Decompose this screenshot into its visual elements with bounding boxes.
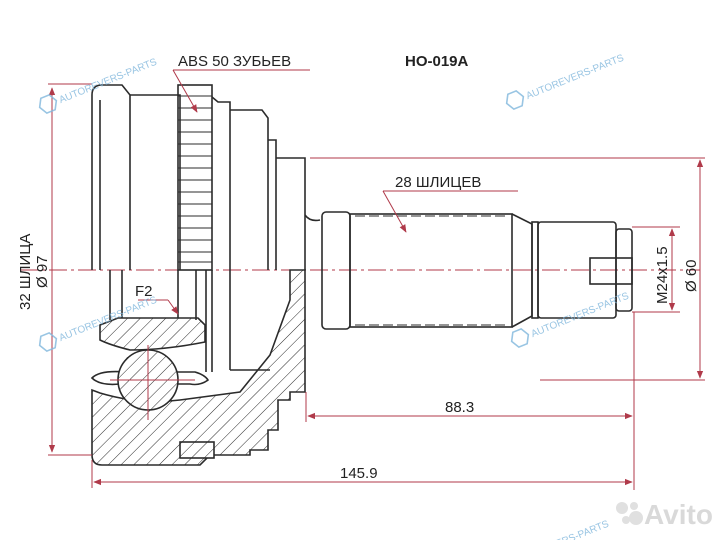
avito-dot-icon	[616, 502, 628, 514]
part-number: HO-019A	[405, 53, 469, 70]
abs-teeth-label: ABS 50 ЗУБЬЕВ	[178, 53, 291, 70]
inner-splines-label: 32 ШЛИЦА	[17, 234, 34, 310]
shaft-diameter-label: Ø 60	[683, 259, 700, 292]
watermark-logo-icon	[38, 331, 58, 353]
outer-housing	[91, 84, 321, 271]
watermark: AUTOREVERS-PARTS	[510, 519, 611, 540]
watermark: AUTOREVERS-PARTS	[505, 53, 626, 111]
joint-section	[90, 269, 306, 466]
avito-dot-icon	[630, 502, 638, 510]
watermark-logo-icon	[505, 89, 525, 111]
feature-f2-label: F2	[135, 283, 153, 300]
avito-dot-icon	[622, 516, 630, 524]
shaft-length-value: 88.3	[445, 399, 474, 416]
abs-ring-teeth	[178, 95, 212, 263]
outer-diameter-label: Ø 97	[34, 255, 51, 288]
dimensions	[48, 69, 705, 490]
avito-dot-icon	[629, 511, 643, 525]
avito-label: Avito	[644, 499, 713, 530]
stub-shaft	[304, 211, 633, 330]
svg-text:AUTOREVERS-PARTS: AUTOREVERS-PARTS	[510, 519, 611, 540]
total-length-value: 145.9	[340, 465, 378, 482]
watermark-logo-icon	[38, 93, 58, 115]
shaft-splines-label: 28 ШЛИЦЕВ	[395, 174, 481, 191]
svg-text:AUTOREVERS-PARTS: AUTOREVERS-PARTS	[525, 53, 626, 102]
svg-text:AUTOREVERS-PARTS: AUTOREVERS-PARTS	[58, 57, 159, 106]
thread-label: M24x1.5	[654, 246, 671, 304]
avito-logo: Avito	[616, 499, 713, 530]
watermark-logo-icon	[510, 327, 530, 349]
